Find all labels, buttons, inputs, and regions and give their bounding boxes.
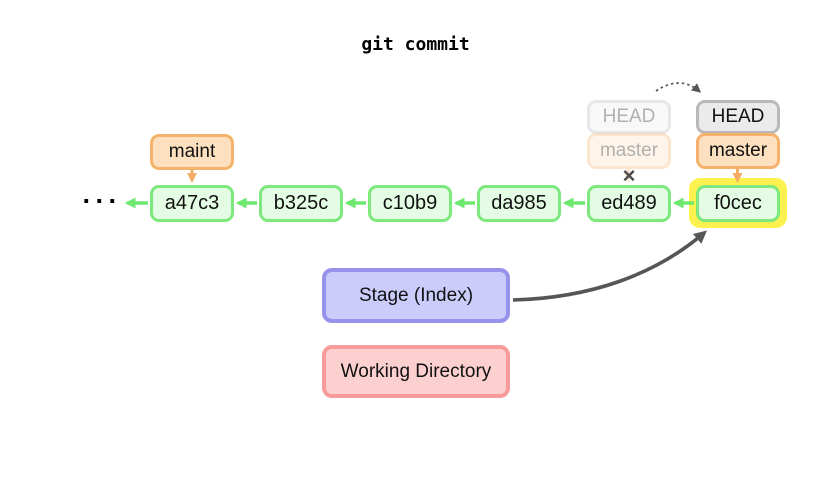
commit-ed489: ed489 xyxy=(587,185,671,222)
master-branch-label: master xyxy=(696,133,780,169)
arrow-stage-to-commit xyxy=(512,230,707,302)
crossed-out-pointer-icon: × xyxy=(622,163,636,188)
history-ellipsis: ··· xyxy=(82,185,122,216)
arrow-head-move-dashed xyxy=(655,82,702,93)
commit-da985: da985 xyxy=(477,185,561,222)
head-label: HEAD xyxy=(696,100,780,134)
commit-b325c: b325c xyxy=(259,185,343,222)
maint-branch-label: maint xyxy=(150,134,234,170)
diagram-title: git commit xyxy=(361,34,470,55)
old-head-label: HEAD xyxy=(587,100,671,134)
commit-c10b9: c10b9 xyxy=(368,185,452,222)
working-directory-box: Working Directory xyxy=(322,345,510,398)
stage-index-box: Stage (Index) xyxy=(322,268,510,323)
commit-f0cec: f0cec xyxy=(696,185,780,222)
old-master-label: master xyxy=(587,133,671,169)
commit-a47c3: a47c3 xyxy=(150,185,234,222)
